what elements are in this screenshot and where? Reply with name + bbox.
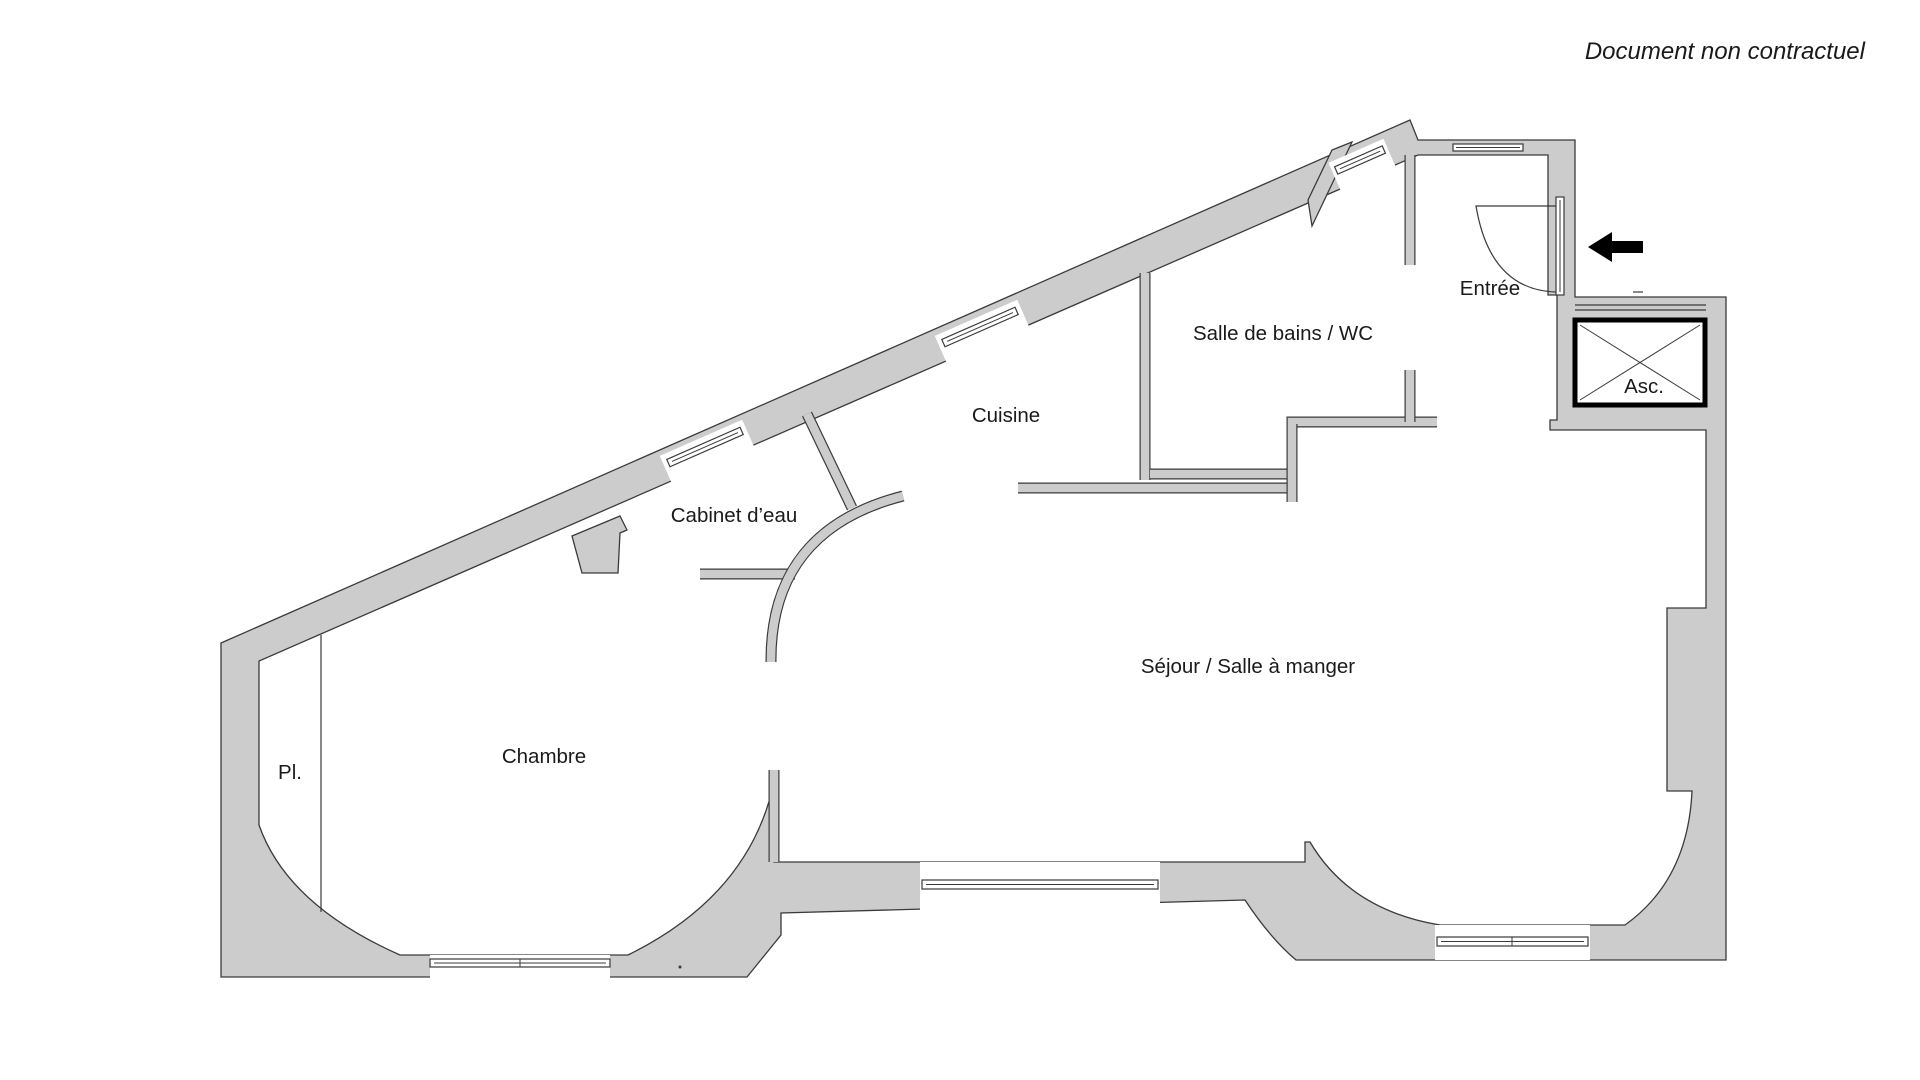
entrance-door [1475, 196, 1565, 296]
wall-notch-cabinet [571, 515, 628, 574]
exterior-wall [220, 119, 1727, 978]
interior-partitions [700, 155, 1437, 862]
marker-dot [678, 965, 682, 969]
room-label-placard: Pl. [278, 761, 302, 784]
window-cuisine-diagonal [934, 299, 1033, 371]
window-bathroom-top [1452, 143, 1524, 152]
room-label-cabinet-d-eau: Cabinet d’eau [671, 504, 798, 527]
window-top-diagonal [1328, 138, 1396, 191]
window-cabinet-diagonal [659, 419, 758, 491]
room-label-salle-de-bains: Salle de bains / WC [1193, 322, 1373, 345]
elevator-cross-icon [1572, 317, 1708, 408]
window-chambre [429, 955, 611, 979]
door-swing-icon [1475, 205, 1557, 293]
window-sejour-right [1435, 925, 1590, 960]
room-label-ascenseur: Asc. [1624, 375, 1664, 398]
window-sejour-bottom [920, 862, 1160, 912]
room-label-entree: Entrée [1460, 277, 1520, 300]
room-label-cuisine: Cuisine [972, 404, 1040, 427]
room-label-chambre: Chambre [502, 745, 586, 768]
room-label-sejour: Séjour / Salle à manger [1141, 655, 1355, 678]
disclaimer-text: Document non contractuel [1584, 38, 1865, 65]
arrow-left-icon [1588, 232, 1643, 262]
